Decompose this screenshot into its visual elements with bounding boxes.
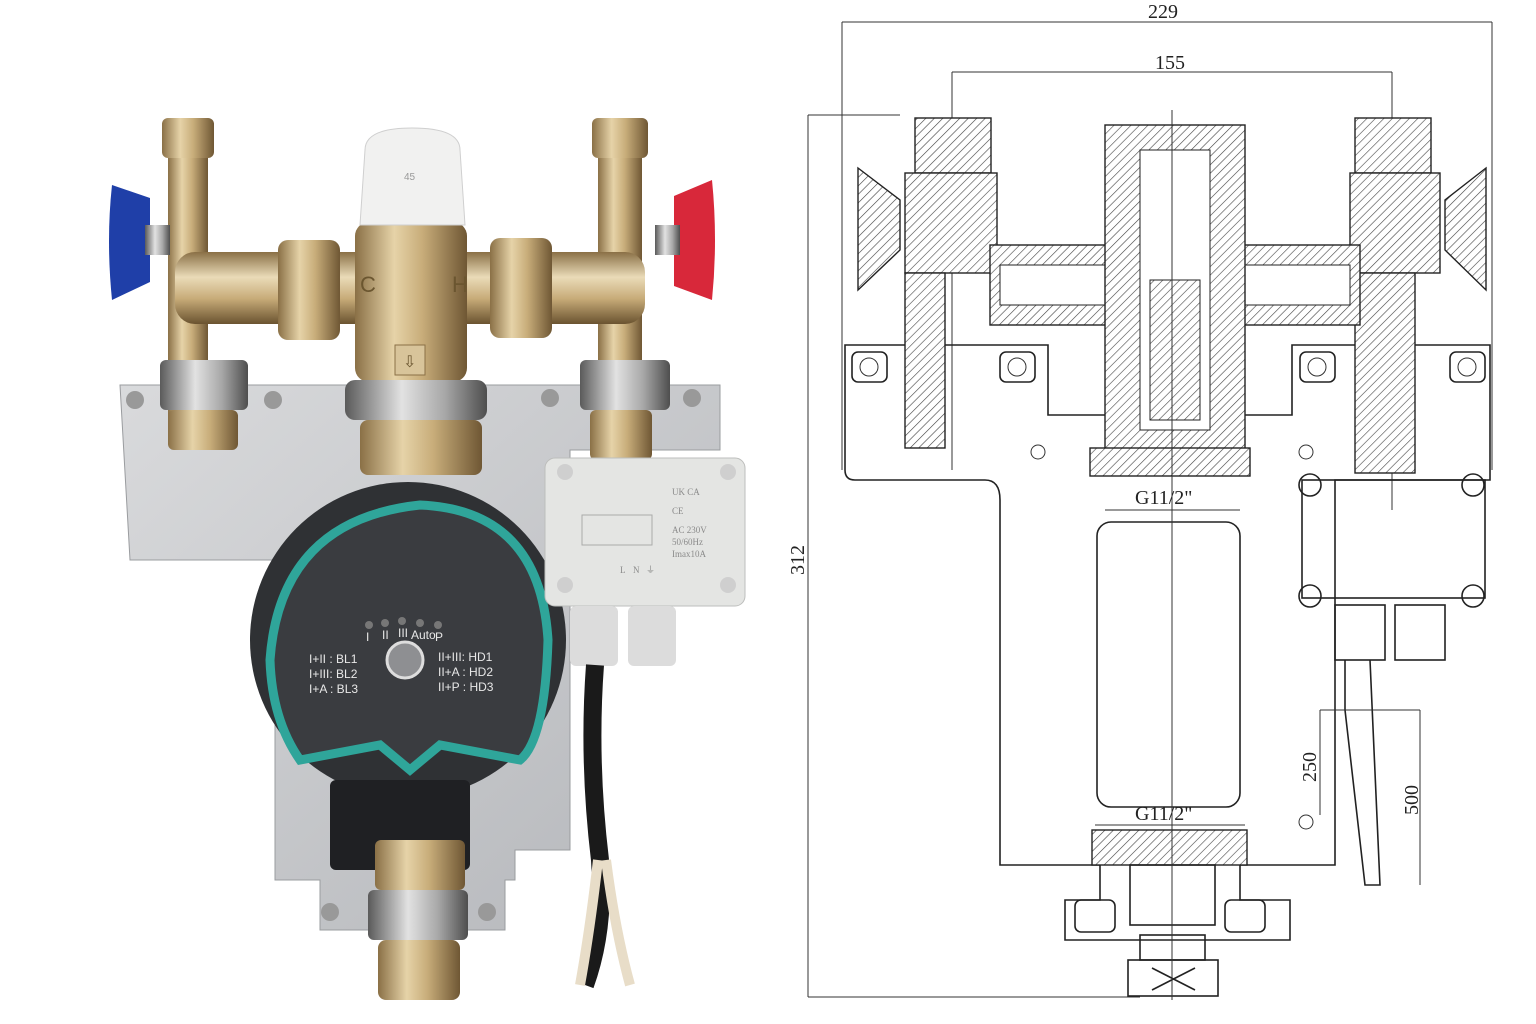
cold-valve-stem xyxy=(145,225,170,255)
thread-size-bottom: G11/2" xyxy=(1135,803,1192,825)
technical-drawing: 229 155 312 G11/2" G11/2" xyxy=(787,1,1493,1000)
mode-label: II+A : HD2 xyxy=(438,665,493,679)
speed-indicator-label: I xyxy=(366,630,369,644)
speed-indicator-label: P xyxy=(435,630,443,644)
dimension-cable-long: 500 xyxy=(1401,785,1423,815)
screw-icon xyxy=(557,577,573,593)
power-cable xyxy=(576,664,610,989)
mode-label: II+III: HD1 xyxy=(438,650,493,664)
current-rating: Imax10A xyxy=(672,549,706,559)
temperature-scale-label: 45 xyxy=(404,172,416,183)
hot-valve-stem xyxy=(655,225,680,255)
cold-mark: C xyxy=(360,272,376,297)
product-photo: C H 45 ⇩ I II III Auto P I+II : BL1 I+II… xyxy=(109,118,746,1000)
indicator-led xyxy=(365,621,373,629)
ukca-mark: UK CA xyxy=(672,487,700,497)
mode-label: I+A : BL3 xyxy=(309,682,358,696)
pump-inlet-nut xyxy=(360,420,482,475)
dimension-overall-height: 312 xyxy=(787,545,809,575)
terminal-label: ⏚ xyxy=(646,565,655,575)
left-compression-nut xyxy=(162,118,214,158)
indicator-led xyxy=(434,621,442,629)
pump-outline xyxy=(1096,521,1241,808)
right-compression-nut xyxy=(592,118,648,158)
screw-icon xyxy=(683,389,701,407)
cable-gland xyxy=(570,606,618,666)
screw-icon xyxy=(720,577,736,593)
screw-icon xyxy=(557,464,573,480)
bottom-clamp xyxy=(368,890,468,940)
ce-mark: CE xyxy=(672,506,684,516)
right-clamp xyxy=(580,360,670,410)
circulator-pump: I II III Auto P I+II : BL1 I+III: BL2 I+… xyxy=(250,482,566,870)
dimension-port-spacing: 155 xyxy=(1155,52,1185,74)
flow-arrow-plate xyxy=(394,344,426,376)
speed-indicator-label: II xyxy=(382,628,389,642)
indicator-led xyxy=(381,619,389,627)
terminal-label: N xyxy=(633,565,640,575)
screw-icon xyxy=(720,464,736,480)
screw-icon xyxy=(478,903,496,921)
junction-box-outline xyxy=(1301,479,1486,599)
junction-box: UK CA CE AC 230V 50/60Hz Imax10A L N ⏚ xyxy=(544,457,746,666)
speed-indicator-label: Auto xyxy=(411,628,436,642)
bottom-outlet-pipe xyxy=(378,940,460,1000)
cold-valve-handle[interactable] xyxy=(109,185,150,300)
indicator-led xyxy=(398,617,406,625)
cable-wires xyxy=(575,859,635,987)
hot-valve-handle[interactable] xyxy=(674,180,715,300)
speed-indicator-label: III xyxy=(398,626,408,640)
mode-button[interactable] xyxy=(385,640,425,680)
left-union-nut xyxy=(278,240,340,340)
left-outlet-fitting xyxy=(168,410,238,450)
terminal-label: L xyxy=(620,565,626,575)
hot-mark: H xyxy=(452,272,468,297)
dimension-cable-short: 250 xyxy=(1299,752,1321,782)
thermostatic-mixing-valve xyxy=(355,222,467,382)
mode-label: I+II : BL1 xyxy=(309,652,358,666)
dimension-overall-width: 229 xyxy=(1148,1,1178,23)
screw-icon xyxy=(126,391,144,409)
screw-icon xyxy=(321,903,339,921)
voltage-rating: AC 230V xyxy=(672,525,707,535)
right-union-nut xyxy=(490,238,552,338)
screw-icon xyxy=(541,389,559,407)
cable-gland xyxy=(628,606,676,666)
temperature-knob[interactable] xyxy=(359,127,466,226)
right-outlet-fitting xyxy=(590,410,652,460)
pump-union xyxy=(345,380,487,420)
mode-label: II+P : HD3 xyxy=(438,680,494,694)
frequency-rating: 50/60Hz xyxy=(672,537,703,547)
pump-control-panel xyxy=(265,500,553,776)
screw-icon xyxy=(264,391,282,409)
left-clamp xyxy=(160,360,248,410)
terminal-block-diagram xyxy=(581,514,653,546)
indicator-led xyxy=(416,619,424,627)
flow-arrow-icon: ⇩ xyxy=(403,354,416,371)
thread-size-top: G11/2" xyxy=(1135,487,1192,509)
pump-outlet-nut xyxy=(375,840,465,890)
mode-label: I+III: BL2 xyxy=(309,667,358,681)
